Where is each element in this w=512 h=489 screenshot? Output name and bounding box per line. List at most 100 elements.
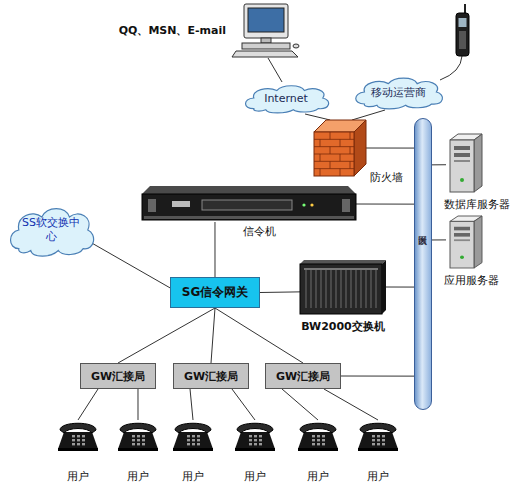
node-icon-part — [242, 43, 290, 49]
signaling-server-icon: 信令机 — [142, 186, 356, 222]
node-icon-part — [249, 443, 252, 445]
node-icon-part — [187, 439, 190, 441]
node-icon-part — [474, 216, 482, 268]
mobile-phone-body — [456, 13, 469, 56]
node-icon-part — [330, 161, 331, 168]
computer-icon: QQ、MSN、E-mail — [232, 4, 300, 58]
connector-line — [211, 308, 215, 363]
cloud-node: Internet — [240, 82, 332, 114]
node-label: 用户 — [367, 470, 389, 483]
node-icon-part — [312, 435, 315, 437]
node-icon — [118, 420, 158, 452]
node-icon-part — [77, 443, 80, 445]
node-icon-part — [377, 435, 380, 437]
telephone-icon: 用户 — [118, 420, 158, 452]
connector-line — [352, 110, 385, 120]
node-icon-part — [137, 443, 140, 445]
connector-line — [260, 291, 300, 293]
node-icon-part — [356, 78, 443, 109]
connector-line — [305, 114, 330, 120]
node-icon-part — [322, 439, 325, 441]
node-icon — [358, 420, 398, 452]
firewall-icon: 防火墙 — [314, 120, 366, 176]
node-icon-part — [235, 448, 275, 451]
node-icon-part — [197, 435, 200, 437]
node-label: GW汇接局 — [184, 369, 238, 384]
node-icon-part — [248, 8, 284, 32]
node-icon-part — [312, 439, 315, 441]
node-icon-part — [261, 38, 271, 43]
node-icon-part — [330, 132, 331, 139]
node-label: 用户 — [67, 470, 89, 483]
node-icon-part — [315, 270, 316, 308]
node-label: 用户 — [127, 470, 149, 483]
node-label: 用户 — [244, 470, 266, 483]
node-label: SS软交换中心 — [19, 216, 83, 244]
node-icon-part — [317, 435, 320, 437]
gateway-box: SG信令网关 — [170, 277, 260, 308]
node-icon-part — [142, 439, 145, 441]
node-icon-part — [372, 439, 375, 441]
node-icon-part — [375, 270, 376, 308]
node-icon-part — [320, 139, 321, 146]
node-label: SG信令网关 — [182, 284, 249, 301]
node-icon — [300, 260, 386, 314]
node-icon-part — [372, 435, 375, 437]
node-icon-part — [187, 443, 190, 445]
node-icon-part — [450, 221, 474, 268]
node-icon-part — [120, 423, 156, 433]
mobile-phone-screen — [459, 18, 467, 27]
node-icon-part — [144, 216, 354, 219]
node-icon-part — [354, 120, 366, 176]
node-icon-part — [450, 140, 474, 192]
node-icon-part — [302, 203, 305, 206]
node-icon-part — [350, 147, 351, 154]
node-icon-part — [345, 270, 346, 308]
node-icon-part — [300, 260, 386, 264]
node-icon-part — [340, 270, 341, 308]
node-icon-part — [249, 435, 252, 437]
node-icon-part — [382, 435, 385, 437]
node-icon-part — [142, 435, 145, 437]
node-icon — [173, 420, 213, 452]
node-icon-part — [310, 203, 313, 206]
node-icon-part — [132, 443, 135, 445]
ethernet-bus: 以太网 — [414, 118, 432, 410]
node-icon-part — [232, 51, 298, 57]
node-icon-part — [377, 439, 380, 441]
node-icon-part — [293, 44, 299, 48]
node-label: BW2000交换机 — [301, 320, 385, 333]
node-icon-part — [259, 443, 262, 445]
node-icon-part — [454, 239, 470, 241]
node-icon-part — [322, 435, 325, 437]
node-icon-part — [82, 443, 85, 445]
node-icon-part — [142, 443, 145, 445]
node-icon-part — [237, 423, 273, 433]
node-label: 用户 — [307, 470, 329, 483]
server-icon: 数据库服务器 — [446, 134, 482, 192]
node-icon-part — [235, 432, 275, 449]
node-icon-part — [335, 270, 336, 308]
node-icon-part — [202, 200, 292, 210]
node-icon-part — [192, 439, 195, 441]
connector-line — [78, 389, 98, 420]
node-icon-part — [370, 270, 371, 308]
node-icon-part — [11, 209, 94, 257]
node-icon-part — [77, 439, 80, 441]
node-icon-part — [460, 178, 464, 182]
node-icon-part — [298, 448, 338, 451]
connector-line — [356, 204, 414, 205]
tandem-office-box: GW汇接局 — [265, 363, 341, 389]
node-icon-part — [320, 169, 321, 176]
switch-icon: BW2000交换机 — [300, 260, 386, 314]
node-icon-part — [72, 439, 75, 441]
node-icon-part — [300, 423, 336, 433]
node-icon-part — [192, 443, 195, 445]
node-icon-part — [82, 435, 85, 437]
node-icon-part — [254, 443, 257, 445]
node-icon-part — [454, 153, 470, 157]
node-icon-part — [320, 154, 321, 161]
node-icon-part — [454, 160, 470, 162]
node-icon-part — [137, 435, 140, 437]
